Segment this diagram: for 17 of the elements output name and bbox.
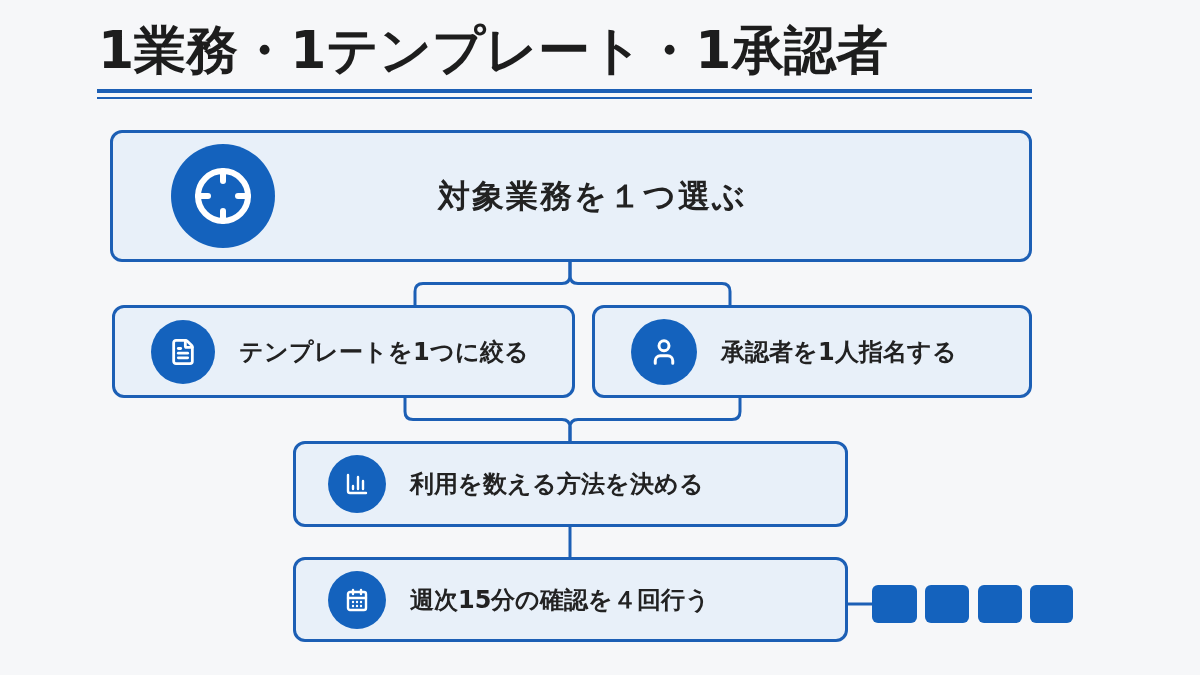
- step-label: 対象業務を１つ選ぶ: [437, 176, 747, 217]
- filled-square: [978, 585, 1022, 623]
- step-label: 承認者を1人指名する: [721, 336, 958, 368]
- connector-line: [568, 527, 572, 557]
- connector-line: [848, 602, 872, 606]
- step-label: 利用を数える方法を決める: [410, 469, 705, 500]
- step-box: [293, 557, 848, 642]
- step-box: [112, 305, 575, 398]
- title: 1業務・1テンプレート・1承認者: [98, 19, 888, 82]
- step-box: [293, 441, 848, 527]
- step-box: [110, 130, 1032, 262]
- filled-square: [925, 585, 969, 623]
- step-box: [592, 305, 1032, 398]
- filled-square: [872, 585, 917, 623]
- step-label: テンプレートを1つに絞る: [239, 336, 530, 368]
- step-label: 週次15分の確認を４回行う: [410, 584, 712, 616]
- filled-square: [1030, 585, 1073, 623]
